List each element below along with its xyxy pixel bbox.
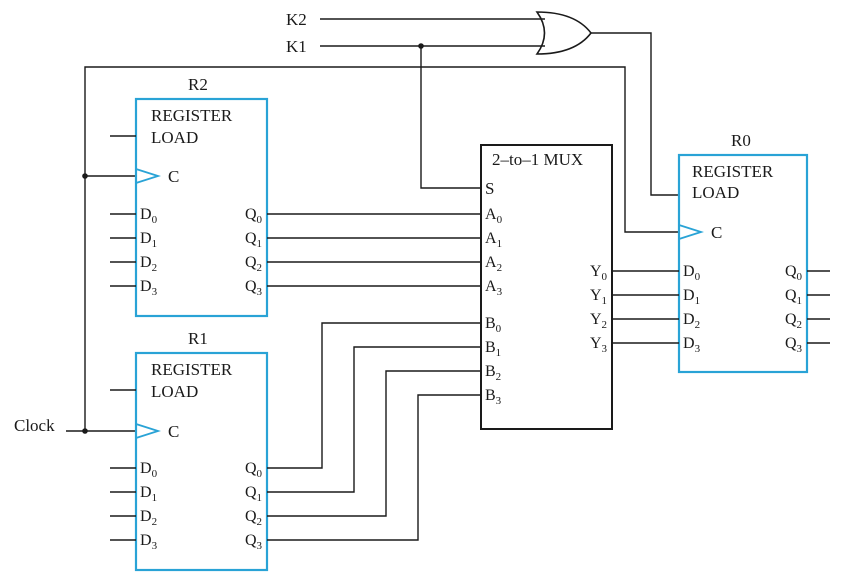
mux-a3-pin: A3 <box>485 278 503 298</box>
r1-d3-pin: D3 <box>140 532 158 552</box>
r2-d3-pin: D3 <box>140 278 158 298</box>
r2-d1-pin: D1 <box>140 230 157 250</box>
r0-box <box>677 153 809 374</box>
mux-a1-pin: A1 <box>485 230 502 250</box>
k1-to-mux-select <box>420 46 481 189</box>
r2-q2-pin: Q2 <box>245 254 262 274</box>
r1-title: REGISTER <box>151 360 233 379</box>
r1-d2-pin: D2 <box>140 508 157 528</box>
r0-title: REGISTER <box>692 162 774 181</box>
r1-q0-pin: Q0 <box>245 460 263 480</box>
r2-load-label: LOAD <box>151 128 198 147</box>
mux-b2-pin: B2 <box>485 363 501 383</box>
r1-d0-pin: D0 <box>140 460 158 480</box>
r2-q1-pin: Q1 <box>245 230 262 250</box>
register-r1: R1 REGISTER LOAD C <box>110 329 269 572</box>
mux-y3-pin: Y3 <box>590 335 608 355</box>
r0-d3-pin: D3 <box>683 335 701 355</box>
r0-load-label: LOAD <box>692 183 739 202</box>
data-wires-layer <box>110 213 830 541</box>
r2-name: R2 <box>188 75 208 94</box>
or-gate-icon <box>535 11 593 55</box>
mux-y0-pin: Y0 <box>590 263 608 283</box>
r1-q2-pin: Q2 <box>245 508 262 528</box>
r0-clock-pin: C <box>711 223 722 242</box>
r1-load-label: LOAD <box>151 382 198 401</box>
r0-name: R0 <box>731 131 751 150</box>
r2-q0-pin: Q0 <box>245 206 263 226</box>
or-output-to-r0-load <box>591 32 679 196</box>
register-r2: R2 REGISTER LOAD C <box>110 75 269 318</box>
clock-label: Clock <box>14 416 55 435</box>
r0-q0-pin: Q0 <box>785 263 803 283</box>
r1-q3-to-mux-b3 <box>267 394 481 541</box>
r2-q3-pin: Q3 <box>245 278 263 298</box>
r1-clock-triangle-icon <box>135 423 161 439</box>
r1-box <box>134 351 269 572</box>
r2-title: REGISTER <box>151 106 233 125</box>
mux-y2-pin: Y2 <box>590 311 607 331</box>
mux-b0-pin: B0 <box>485 315 502 335</box>
mux-b3-pin: B3 <box>485 387 502 407</box>
r1-q1-pin: Q1 <box>245 484 262 504</box>
mux-y1-pin: Y1 <box>590 287 607 307</box>
r1-clock-pin: C <box>168 422 179 441</box>
register-r0: R0 REGISTER LOAD C <box>677 131 809 374</box>
r2-box <box>134 97 269 318</box>
mux-a2-pin: A2 <box>485 254 502 274</box>
mux: 2–to–1 MUX S <box>480 144 613 430</box>
r1-name: R1 <box>188 329 208 348</box>
k2-label: K2 <box>286 10 307 29</box>
r2-clock-triangle-icon <box>135 168 161 184</box>
r2-d2-pin: D2 <box>140 254 157 274</box>
r2-d0-pin: D0 <box>140 206 158 226</box>
mux-select-label: S <box>485 179 494 198</box>
mux-box <box>480 144 613 430</box>
or-gate-group <box>320 11 679 196</box>
r0-clock-triangle-icon <box>678 224 704 240</box>
r0-q1-pin: Q1 <box>785 287 802 307</box>
r1-q1-to-mux-b1 <box>267 346 481 493</box>
r2-clock-pin: C <box>168 167 179 186</box>
r1-q0-to-mux-b0 <box>267 322 481 469</box>
r1-q2-to-mux-b2 <box>267 370 481 517</box>
k1-label: K1 <box>286 37 307 56</box>
mux-b1-pin: B1 <box>485 339 501 359</box>
r0-d0-pin: D0 <box>683 263 701 283</box>
clock-junction-dot-r2 <box>82 173 88 179</box>
r1-d1-pin: D1 <box>140 484 157 504</box>
mux-title: 2–to–1 MUX <box>492 150 583 169</box>
clock-network <box>66 66 679 434</box>
r0-q2-pin: Q2 <box>785 311 802 331</box>
r0-d2-pin: D2 <box>683 311 700 331</box>
clock-trunk <box>84 66 679 431</box>
mux-a0-pin: A0 <box>485 206 503 226</box>
clock-junction-dot-r1 <box>82 428 88 434</box>
r0-d1-pin: D1 <box>683 287 700 307</box>
r0-q3-pin: Q3 <box>785 335 803 355</box>
r1-q3-pin: Q3 <box>245 532 263 552</box>
